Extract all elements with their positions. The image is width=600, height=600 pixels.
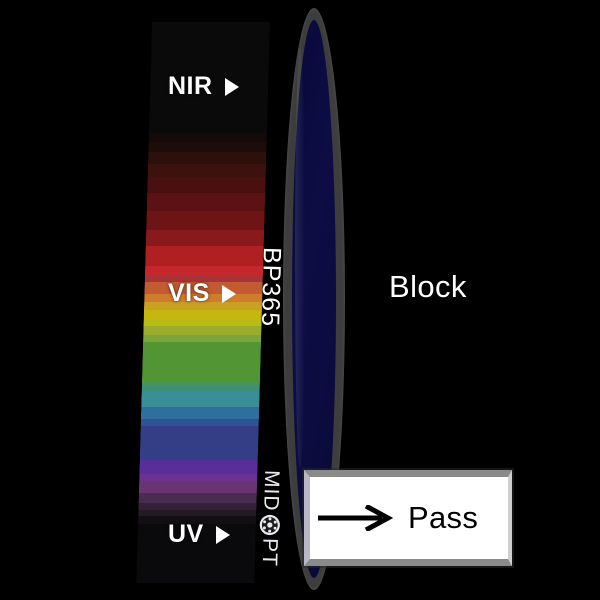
triangle-right-icon: [224, 77, 239, 96]
spectrum-band: [139, 460, 258, 474]
spectrum-band: [144, 265, 264, 276]
arrow-right-icon: [318, 505, 394, 531]
spectrum-band: [139, 426, 259, 461]
spectrum-band: [140, 407, 260, 419]
spectrum-band: [139, 473, 258, 481]
block-annotation: Block: [389, 269, 467, 304]
spectrum-band: [148, 151, 267, 164]
pass-annotation-label: Pass: [408, 500, 479, 535]
triangle-right-icon: [221, 284, 236, 303]
spectrum-band: [145, 246, 264, 266]
spectrum-label-nir: NIR: [168, 72, 239, 101]
spectrum-band: [148, 141, 267, 152]
spectrum-label-uv: UV: [168, 520, 230, 549]
spectrum-band: [145, 230, 265, 247]
spectrum-band: [138, 480, 258, 493]
brand-name-bottom: PT: [257, 537, 282, 567]
spectrum-label-vis-text: VIS: [168, 279, 210, 307]
spectrum-band: [143, 309, 262, 321]
spectrum-band: [147, 163, 267, 177]
pass-annotation-box: Pass: [304, 470, 512, 566]
spectrum-band: [141, 342, 262, 381]
spectrum-label-nir-text: NIR: [168, 72, 213, 100]
spectrum-band: [148, 132, 267, 142]
filter-part-number: BP365: [255, 246, 287, 328]
spectrum-band: [140, 418, 259, 427]
spectrum-band: [146, 210, 265, 231]
brand-name-top: MID: [259, 469, 284, 512]
spectrum-label-vis: VIS: [168, 279, 236, 308]
spectrum-band: [143, 325, 262, 335]
spectrum-band: [138, 503, 257, 511]
spectrum-label-uv-text: UV: [168, 520, 204, 548]
spectrum-band: [143, 334, 262, 343]
spectrum-band: [138, 492, 257, 503]
brand-mark: MID PT: [257, 470, 284, 567]
triangle-right-icon: [215, 525, 230, 544]
spectrum-band: [147, 176, 266, 194]
spectrum-band: [146, 193, 266, 211]
aperture-icon: [259, 514, 280, 535]
spectrum-band: [141, 392, 260, 408]
